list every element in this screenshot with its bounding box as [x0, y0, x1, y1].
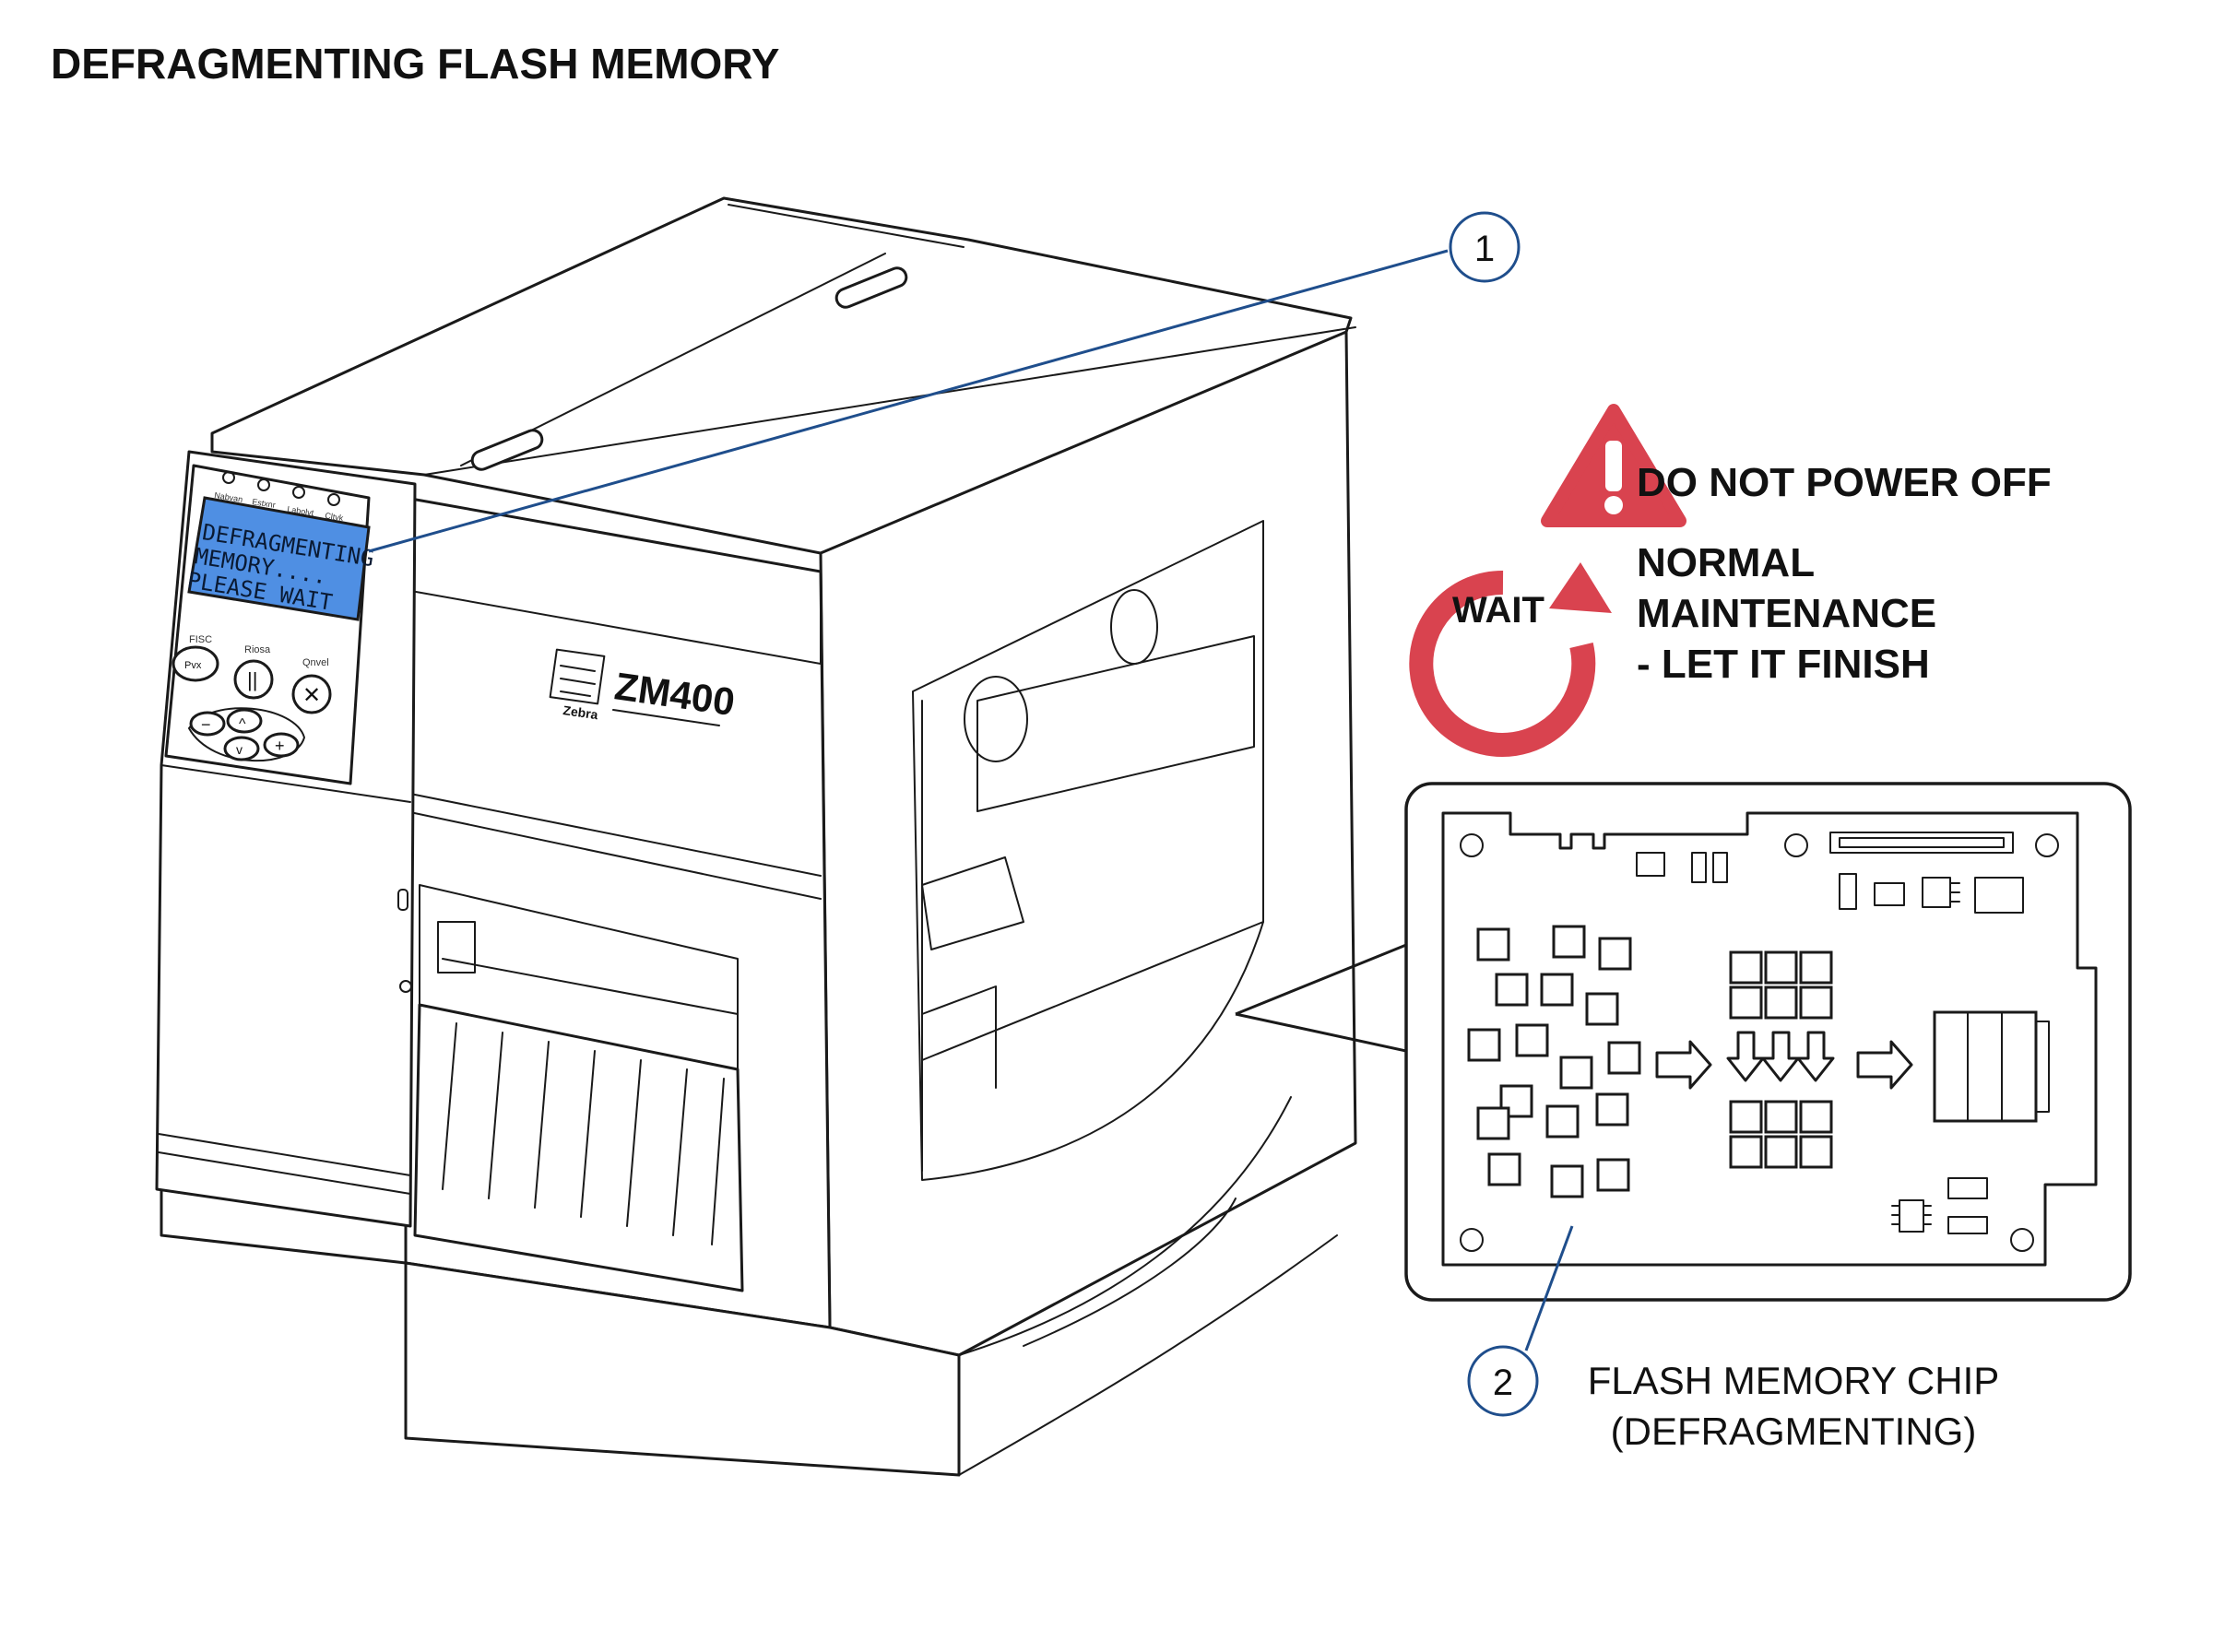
fragmented-memory-blocks	[1467, 925, 1641, 1198]
callout-2-label-line-2: (DEFRAGMENTING)	[1611, 1410, 1977, 1453]
wait-block: WAIT NORMAL MAINTENANCE - LET IT FINISH	[1409, 540, 1936, 757]
mounting-hole	[1784, 833, 1808, 857]
minus-button[interactable]	[189, 711, 226, 737]
organizing-memory-blocks	[1726, 950, 1835, 1169]
wait-label: WAIT	[1452, 590, 1544, 631]
pause-button-glyph: ||	[247, 668, 257, 691]
lid-hinge-right	[834, 266, 908, 309]
mounting-hole	[2010, 1228, 2034, 1252]
cancel-button[interactable]	[291, 674, 332, 714]
lcd-display	[187, 496, 371, 621]
down-button-glyph: v	[236, 742, 243, 757]
callout-1-number: 1	[1474, 229, 1495, 269]
minus-button-glyph: −	[201, 715, 211, 734]
callout-1: 1	[368, 211, 1521, 553]
mounting-hole	[1460, 833, 1484, 857]
pcb-connector	[1829, 832, 2014, 854]
callout-2-label-line-1: FLASH MEMORY CHIP	[1588, 1359, 2000, 1402]
consolidated-memory-block	[1933, 1010, 2050, 1123]
zebra-logo	[549, 648, 606, 705]
plus-button-glyph: +	[275, 737, 285, 755]
pcb-outline	[1441, 811, 2098, 1267]
arrow-down-icon	[1796, 1031, 1835, 1082]
callout-2-badge	[1467, 1345, 1539, 1417]
button-label-riosa: Riosa	[244, 644, 271, 655]
plus-button[interactable]	[263, 732, 300, 758]
wait-message-line-1: NORMAL	[1637, 540, 1815, 585]
callout-1-leader	[368, 249, 1449, 553]
internal-spindle	[964, 676, 1028, 762]
circular-arrow-icon	[1409, 562, 1612, 757]
arrow-down-icon	[1761, 1031, 1800, 1082]
media-door	[413, 1003, 744, 1292]
pause-button[interactable]	[233, 659, 274, 700]
cancel-button-glyph: ✕	[302, 683, 321, 708]
feed-button[interactable]	[172, 645, 219, 682]
navigation-pad	[188, 707, 305, 761]
callout-2-number: 2	[1493, 1363, 1513, 1403]
page-title: DEFRAGMENTING FLASH MEMORY	[51, 40, 780, 88]
circuit-board-inset	[1235, 782, 2132, 1302]
mounting-hole	[2035, 833, 2059, 857]
wait-message-line-2: MAINTENANCE	[1637, 591, 1936, 636]
warning-block: DO NOT POWER OFF	[1541, 404, 2052, 527]
up-button[interactable]	[226, 708, 263, 734]
arrow-down-icon	[1726, 1031, 1765, 1082]
down-button[interactable]	[223, 736, 260, 761]
arrow-right-icon	[1856, 1040, 1913, 1090]
button-label-fisc: FISC	[189, 634, 212, 645]
callout-2-leader	[1524, 1225, 1574, 1351]
door-ribs	[442, 1022, 725, 1245]
warning-text: DO NOT POWER OFF	[1637, 460, 2052, 505]
warning-triangle-icon	[1541, 404, 1686, 527]
wait-message-line-3: - LET IT FINISH	[1637, 642, 1930, 687]
callout-1-badge	[1449, 211, 1521, 283]
arrow-right-icon	[1655, 1040, 1712, 1090]
lid-hinge-left	[470, 429, 544, 471]
side-window	[912, 520, 1264, 1181]
button-label-qnvel: Qnvel	[302, 657, 329, 668]
mounting-hole	[1460, 1228, 1484, 1252]
inset-pointer	[1235, 943, 1407, 1053]
printer-illustration: Zebra ZM400	[155, 196, 1357, 1477]
callout-2: 2 FLASH MEMORY CHIP (DEFRAGMENTING)	[1467, 1225, 2000, 1453]
up-button-glyph: ^	[239, 716, 246, 732]
feed-button-label: Pvx	[184, 660, 202, 671]
brand-label: Zebra	[562, 702, 599, 722]
